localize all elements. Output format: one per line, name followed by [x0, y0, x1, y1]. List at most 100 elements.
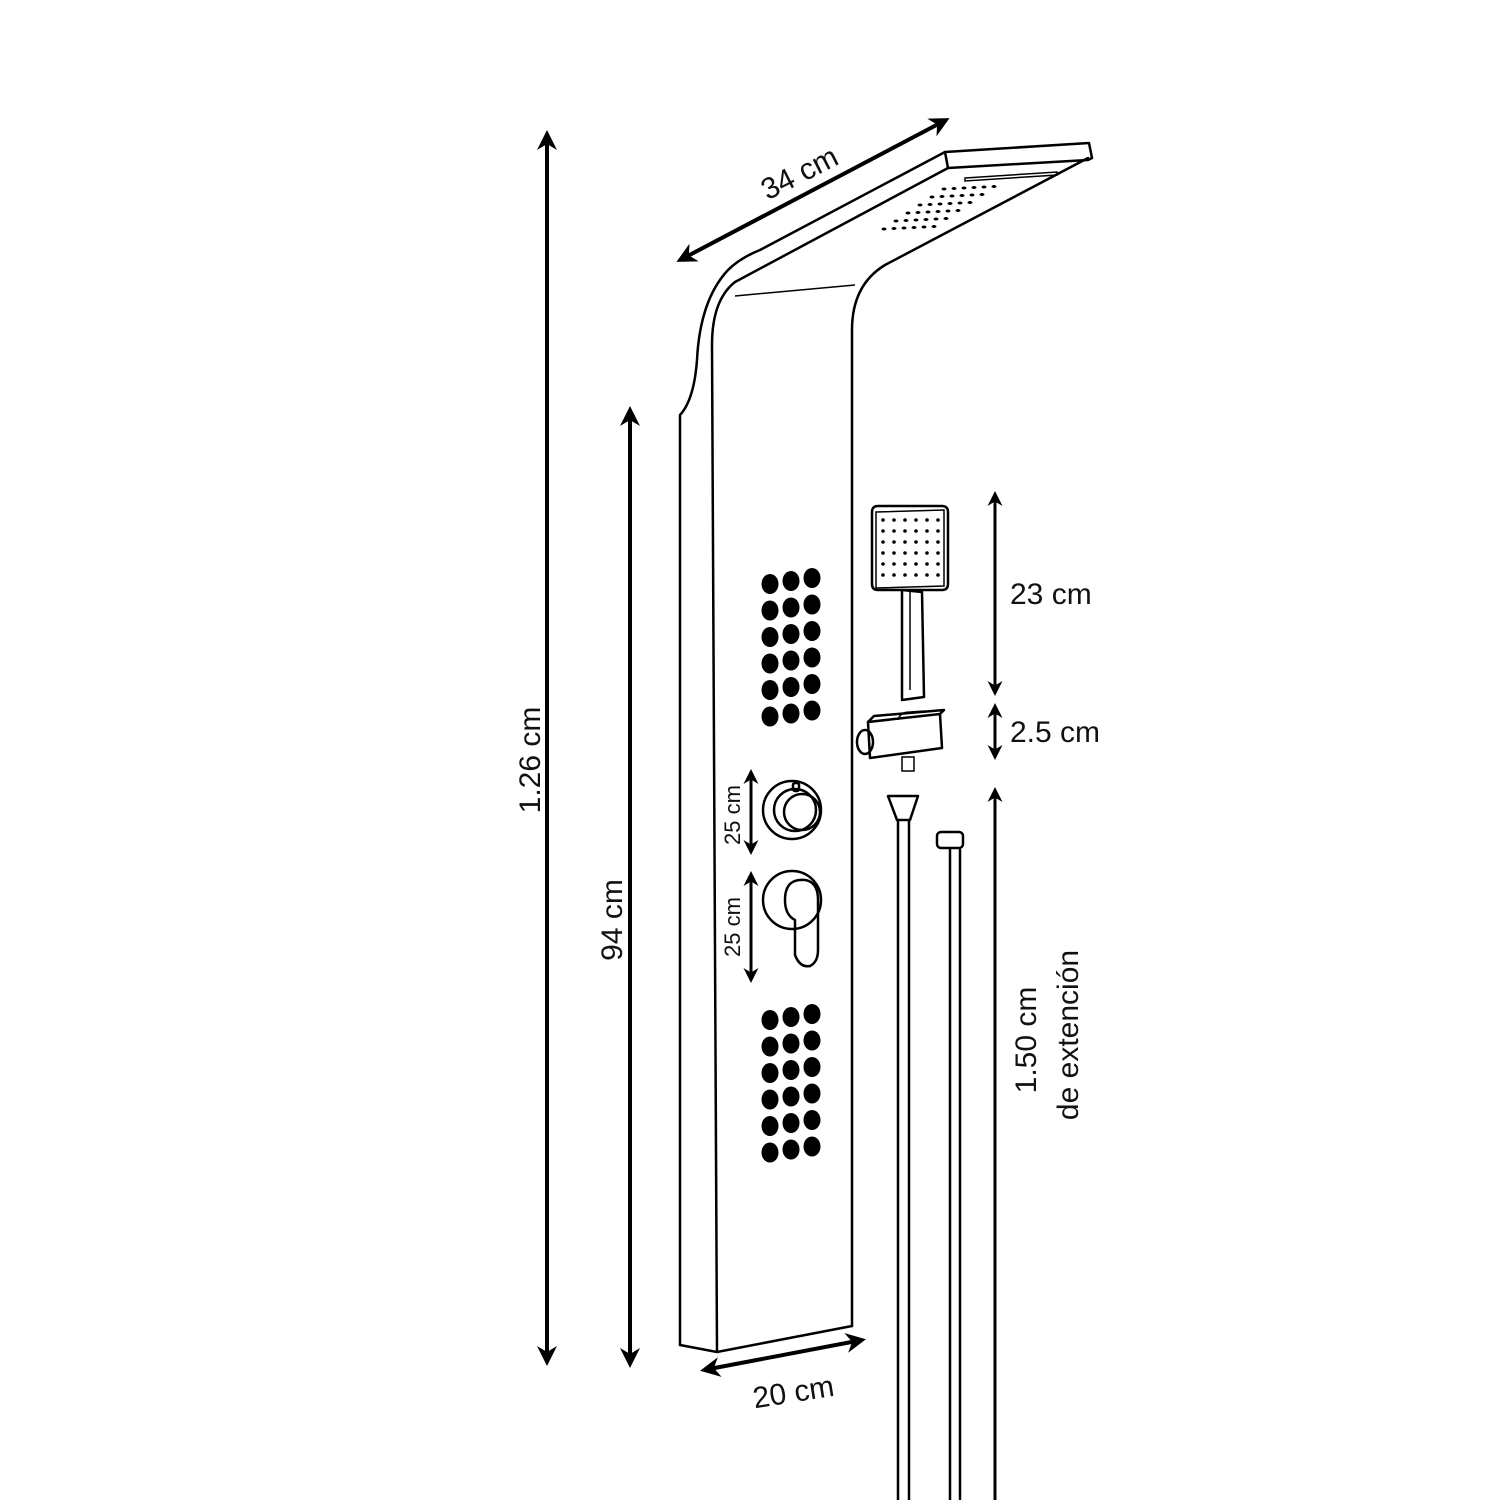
hand-shower-nozzle — [925, 540, 929, 544]
jet-nozzle — [803, 1110, 821, 1130]
hand-shower-nozzle — [881, 573, 885, 577]
jet-nozzle — [761, 600, 779, 621]
hand-shower-nozzle — [892, 551, 896, 555]
hand-shower-nozzle — [903, 562, 907, 566]
jet-nozzle — [782, 1113, 800, 1133]
hand-shower-nozzle — [903, 518, 907, 522]
jet-nozzle — [803, 674, 821, 694]
rain-nozzle — [991, 185, 997, 188]
rain-nozzle — [881, 227, 887, 231]
hand-shower-nozzle — [925, 562, 929, 566]
hand-shower-nozzle — [892, 562, 896, 566]
hand-shower-nozzle — [892, 529, 896, 533]
panel-height-label: 94 cm — [596, 879, 629, 961]
rain-nozzle — [921, 225, 927, 229]
hose-length-label: 1.50 cm — [1010, 987, 1043, 1094]
rain-nozzle — [927, 203, 933, 206]
hand-shower-nozzle — [881, 529, 885, 533]
rain-nozzle — [947, 202, 953, 205]
rain-nozzle — [931, 225, 937, 228]
rain-nozzle — [961, 186, 967, 190]
hand-shower-nozzle — [903, 551, 907, 555]
hand-shower-nozzle — [881, 551, 885, 555]
rain-nozzle — [911, 226, 917, 229]
base-width-arrow — [700, 1333, 866, 1377]
rain-nozzle — [945, 209, 951, 213]
bracket-label: 2.5 cm — [1010, 716, 1100, 749]
head-width-arrow — [676, 118, 950, 262]
hand-shower-nozzle — [925, 573, 929, 577]
rain-nozzle — [929, 195, 935, 199]
rain-nozzle — [915, 211, 921, 214]
jet-nozzle — [782, 1007, 800, 1027]
shower-hose — [886, 794, 965, 1500]
hand-shower-nozzle — [892, 518, 896, 522]
hand-shower-nozzle — [914, 529, 918, 533]
hand-shower-nozzle — [892, 573, 896, 577]
jet-nozzle — [803, 647, 821, 668]
rain-nozzle — [905, 211, 911, 215]
jet-nozzle — [782, 571, 800, 591]
jet-nozzle — [803, 1136, 821, 1157]
jet-nozzle — [782, 703, 800, 724]
hand-shower-nozzle — [914, 562, 918, 566]
jet-nozzle — [782, 650, 800, 671]
rain-nozzle — [941, 187, 947, 191]
jet-nozzle — [761, 653, 779, 674]
jet-nozzle — [782, 597, 800, 618]
jet-nozzle — [761, 1063, 779, 1083]
hand-shower-nozzle — [903, 529, 907, 533]
rain-nozzle — [967, 201, 973, 204]
hand-shower — [870, 504, 950, 702]
base-width-label: 20 cm — [751, 1370, 837, 1415]
jet-nozzle — [761, 1089, 779, 1110]
rain-nozzle — [955, 209, 961, 212]
jet-nozzle — [761, 574, 779, 594]
shower-bracket — [855, 708, 946, 772]
jet-nozzle — [761, 1116, 779, 1136]
jet-nozzle — [761, 1010, 779, 1030]
hand-shower-nozzle — [936, 529, 940, 533]
hose-length-note: de extención — [1052, 950, 1085, 1120]
hand-shower-nozzle — [881, 518, 885, 522]
jet-nozzle — [782, 1033, 800, 1054]
rain-nozzle — [925, 210, 931, 214]
jet-nozzle — [782, 1139, 800, 1160]
hand-shower-nozzle — [936, 518, 940, 522]
control-spacing-label-1: 25 cm — [720, 785, 745, 845]
jet-nozzle — [761, 1036, 779, 1057]
jet-nozzle — [761, 1142, 779, 1163]
rain-nozzle — [981, 185, 987, 189]
total-height-label: 1.26 cm — [514, 707, 547, 814]
rain-nozzle — [917, 203, 923, 207]
hand-shower-nozzle — [936, 562, 940, 566]
rain-nozzle — [901, 226, 907, 230]
hand-shower-nozzle — [936, 551, 940, 555]
jet-nozzle — [803, 1057, 821, 1077]
rain-nozzle — [959, 194, 965, 197]
rain-nozzle — [923, 218, 929, 221]
rain-head-nozzles — [881, 185, 997, 231]
rain-nozzle — [933, 217, 939, 221]
rain-nozzle — [893, 219, 899, 223]
body-jets-top — [761, 568, 821, 727]
rain-nozzle — [957, 201, 963, 205]
rain-nozzle — [971, 186, 977, 189]
jet-nozzle — [803, 700, 821, 721]
hand-shower-nozzle — [892, 540, 896, 544]
jet-nozzle — [782, 1086, 800, 1107]
hand-shower-nozzle — [936, 573, 940, 577]
hand-shower-nozzle — [903, 540, 907, 544]
control-spacing-label-2: 25 cm — [720, 897, 745, 957]
diverter-lever — [761, 869, 823, 968]
jet-nozzle — [782, 1060, 800, 1080]
jet-nozzle — [803, 1030, 821, 1051]
hand-shower-nozzle — [881, 540, 885, 544]
jet-nozzle — [803, 621, 821, 641]
jet-nozzle — [761, 680, 779, 700]
shower-panel — [678, 141, 1094, 1354]
jet-nozzle — [782, 677, 800, 697]
thermostat-knob — [761, 779, 823, 841]
